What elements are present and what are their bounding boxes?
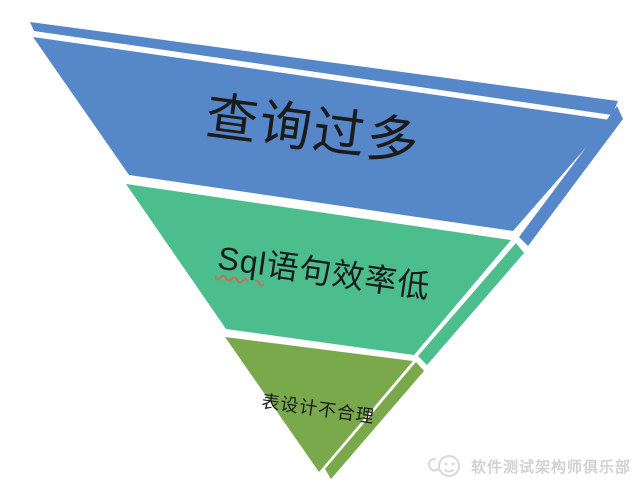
pyramid-level-3-side [325, 362, 424, 479]
level-2-label-latin: Sql [215, 239, 270, 283]
pyramid-top-face [30, 22, 618, 115]
watermark: 软件测试架构师俱乐部 [426, 451, 631, 481]
wechat-club-logo-icon [427, 455, 460, 477]
pyramid-level-2-face [126, 184, 511, 355]
pyramid-level-3-face [225, 337, 413, 472]
pyramid-level-1-face [33, 37, 610, 231]
pyramid-level-2-side [418, 243, 524, 365]
pyramid-level-1-side [519, 106, 623, 246]
watermark-text: 软件测试架构师俱乐部 [471, 458, 632, 476]
